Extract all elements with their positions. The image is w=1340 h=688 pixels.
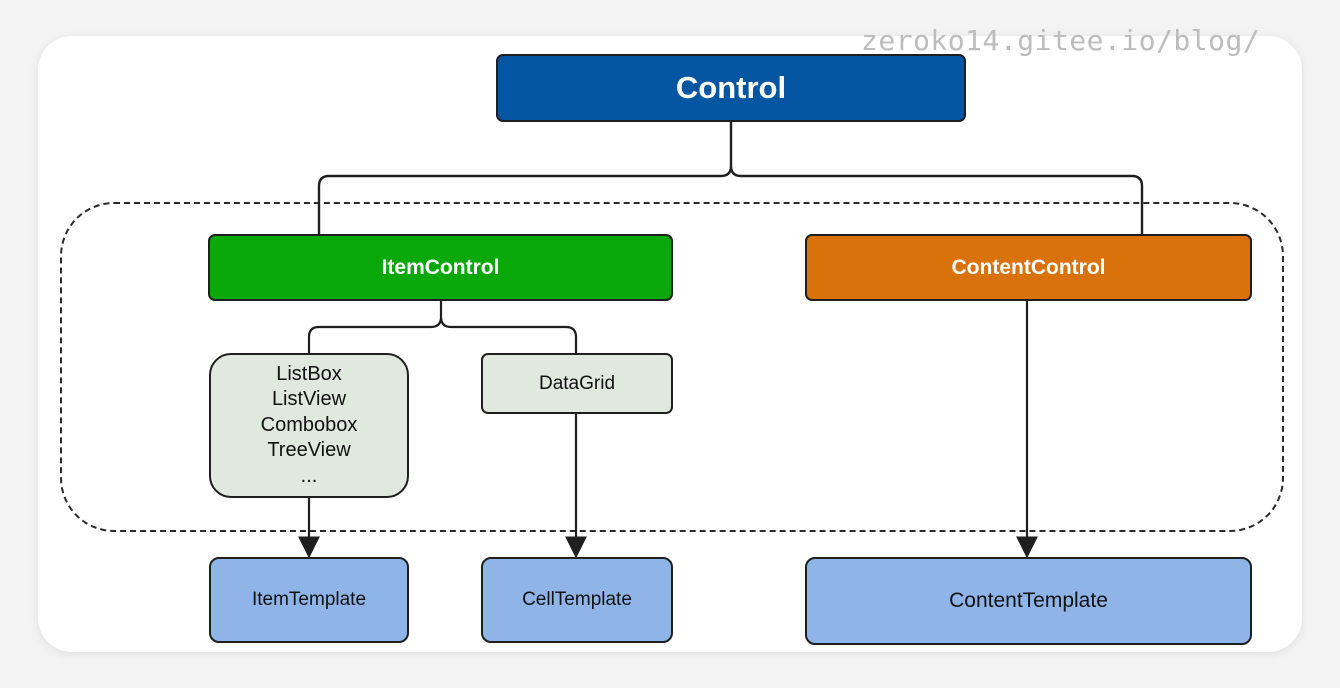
node-item-template-label: ItemTemplate [251, 589, 367, 610]
node-content-control-label: ContentControl [951, 255, 1106, 279]
watermark: zeroko14.gitee.io/blog/ [861, 24, 1261, 57]
node-item-control: ItemControl [208, 234, 673, 301]
node-content-template-label: ContentTemplate [949, 589, 1108, 612]
node-content-control: ContentControl [805, 234, 1252, 301]
node-item-template: ItemTemplate [209, 557, 409, 643]
list-item: ListBox [276, 362, 342, 385]
node-data-grid: DataGrid [481, 353, 673, 414]
node-data-grid-label: DataGrid [538, 372, 616, 394]
node-cell-template-label: CellTemplate [522, 589, 632, 610]
node-control-label: Control [675, 70, 787, 105]
list-item: Combobox [260, 413, 358, 436]
list-item: ListView [271, 388, 347, 411]
list-item: TreeView [267, 439, 351, 462]
node-control: Control [496, 54, 966, 122]
node-cell-template: CellTemplate [481, 557, 673, 643]
node-item-control-label: ItemControl [381, 255, 500, 279]
list-item: ... [300, 464, 318, 487]
node-content-template: ContentTemplate [805, 557, 1252, 645]
node-item-collection-list: ListBox ListView Combobox TreeView ... [209, 353, 409, 498]
